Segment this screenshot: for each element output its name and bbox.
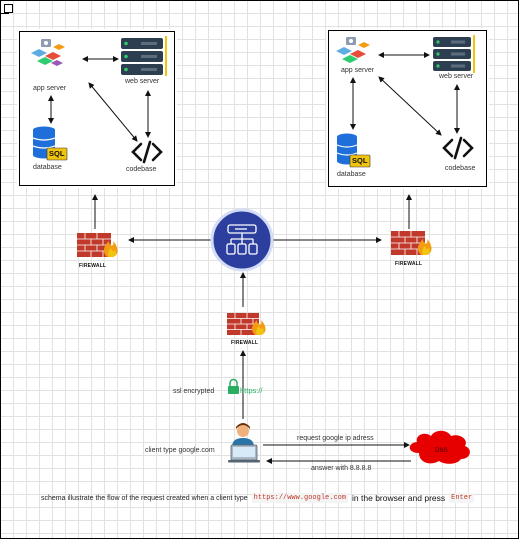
frame-handle [4,4,13,13]
frame-divider [1,13,9,14]
left-firewall-label: FIREWALL [79,263,107,269]
left-server-cluster [19,31,175,186]
caption-key: Enter [449,493,475,503]
center-firewall-label: FIREWALL [231,340,259,346]
left-web-server-label: web server [125,78,160,85]
https-label: https:// [240,386,263,395]
caption-text-middle: in the browser and press [352,493,446,503]
diagram-caption: schema illustrate the flow of the reques… [41,493,475,503]
client-label: client type google.com [145,447,215,454]
caption-url: https://www.google.com [251,493,349,503]
left-codebase-label: codebase [126,166,157,173]
caption-text-start: schema illustrate the flow of the reques… [41,494,248,502]
left-database-label: database [33,164,62,171]
right-sql-badge: SQL [352,156,368,165]
right-app-server-label: app server [341,67,375,74]
dns-label: DNS [435,448,448,454]
right-database-label: database [337,171,366,178]
right-web-server-label: web server [439,73,474,80]
ssl-encrypted-label: ssl encrypted [173,388,215,395]
right-firewall-label: FIREWALL [395,261,423,267]
request-label: request google ip adress [297,435,374,442]
right-codebase-label: codebase [445,165,476,172]
left-sql-badge: SQL [49,149,65,158]
left-app-server-label: app server [33,85,67,92]
answer-label: answer with 8.8.8.8 [311,465,372,472]
